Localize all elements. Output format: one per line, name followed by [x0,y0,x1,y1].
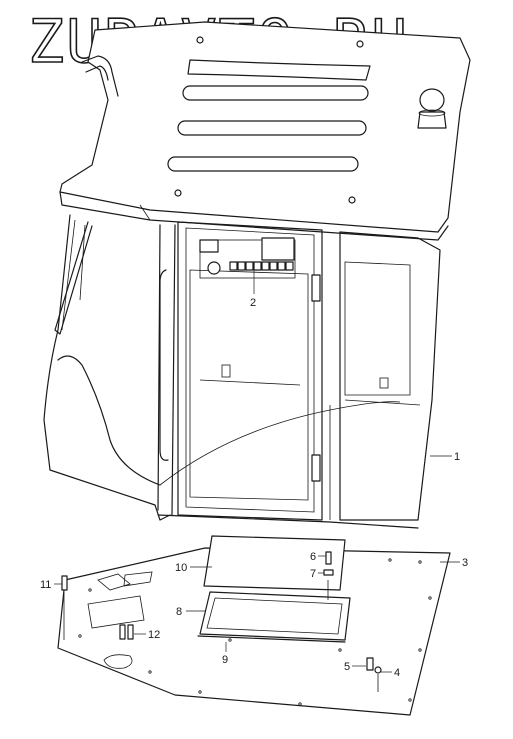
bolt-4-5 [366,657,382,692]
bolt-6-7 [323,551,334,600]
cab-left-wall [43,214,171,521]
door-frame [177,221,323,521]
roof-grab-rail [81,55,119,97]
hatch-frame [199,591,351,641]
callout-9: 9 [222,654,228,666]
callout-8: 8 [176,606,182,618]
hatch-seal [197,635,346,643]
callout-2: 2 [250,297,256,309]
callout-7: 7 [310,568,316,580]
callout-11: 11 [40,579,51,591]
bolt-11 [61,575,68,640]
bolt-12 [119,624,134,640]
callout-5: 5 [344,661,350,673]
callout-1: 1 [454,451,460,463]
callout-6: 6 [310,551,316,563]
cover-plate [203,535,346,591]
lower-hinge [311,454,321,482]
cab-left-panel-curve [57,355,161,486]
roof-rib-2 [177,120,367,136]
callouts: 1 2 3 4 5 6 7 8 9 10 11 12 [40,270,468,679]
callout-10: 10 [175,562,187,574]
floor-plate-assembly [57,535,451,716]
beacon-lamp [417,88,447,129]
door-handle [159,269,169,461]
roof-rib-1 [182,85,369,101]
roof-rib-3 [167,156,359,172]
switch-row [229,261,294,271]
key-switch [207,261,221,275]
callout-3: 3 [462,557,468,569]
control-panel [199,239,296,279]
callout-12: 12 [148,629,160,641]
wiring-harness [159,401,401,486]
upper-hinge [311,274,321,302]
cab-roof [59,21,471,241]
cab-body [43,214,441,529]
callout-4: 4 [394,667,400,679]
cab-right-wall [339,231,441,521]
